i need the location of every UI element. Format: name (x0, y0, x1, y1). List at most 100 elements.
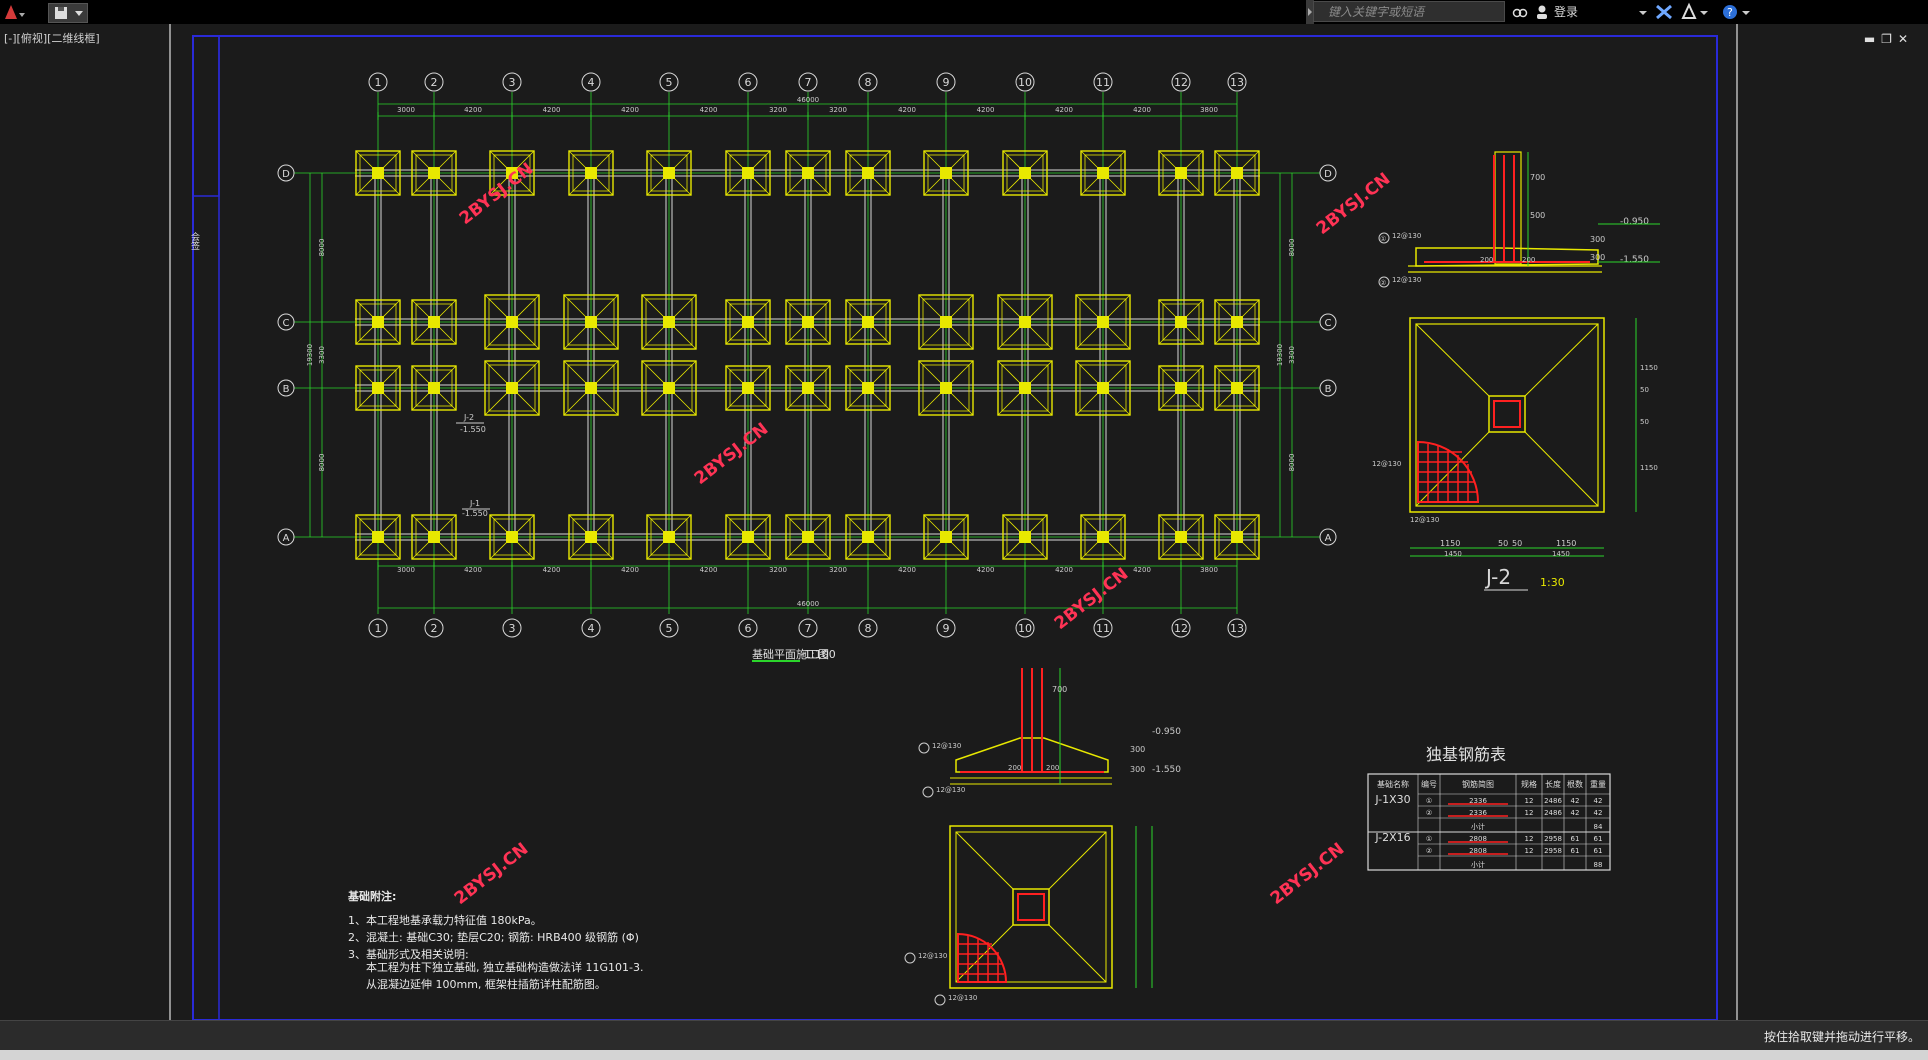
help-icon[interactable]: ? (1720, 2, 1756, 22)
footing (646, 150, 692, 196)
svg-text:200: 200 (1008, 764, 1021, 772)
dim-text: 3200 (769, 106, 787, 114)
axis-letter-label: C (1325, 318, 1332, 329)
table-cell: 2486 (1544, 797, 1562, 805)
dim-text: 8000 (318, 239, 326, 257)
axis-bubble (277, 379, 295, 397)
column (940, 531, 952, 543)
binoculars-icon[interactable] (1512, 2, 1528, 22)
vertical-scrollbar[interactable] (1920, 40, 1926, 1020)
callout-j2-elev: -1.550 (460, 425, 486, 434)
footing-inner (415, 369, 453, 407)
axis-letter-label: A (1325, 533, 1332, 544)
footing (641, 294, 697, 350)
footing-inner (1162, 154, 1200, 192)
autocad-logo-icon[interactable] (3, 3, 31, 21)
table-header-cell: 编号 (1421, 779, 1437, 789)
dim-text: 3200 (769, 566, 787, 574)
column (940, 167, 952, 179)
axis-bubble (1171, 72, 1191, 92)
svg-text:500: 500 (1530, 211, 1545, 220)
axis-number-label: 10 (1018, 76, 1032, 89)
svg-text:-1.550: -1.550 (1620, 255, 1649, 265)
notes-title: 基础附注: (347, 889, 396, 903)
axis-bubble (424, 618, 444, 638)
footing (725, 514, 771, 560)
axis-number-label: 11 (1096, 76, 1110, 89)
dim-text: 8000 (1288, 454, 1296, 472)
svg-text:1450: 1450 (1552, 550, 1570, 558)
chevron-down-icon[interactable] (1638, 2, 1648, 22)
dim-text: 4200 (700, 106, 718, 114)
table-cell: 2336 (1469, 809, 1487, 817)
footing-inner (572, 518, 610, 556)
signature-block (192, 35, 220, 197)
axis-number-label: 11 (1096, 622, 1110, 635)
axis-number-label: 5 (666, 622, 673, 635)
table-cell: 小计 (1471, 822, 1485, 831)
login-button[interactable]: 登录 (1554, 5, 1579, 19)
table-cell: 42 (1571, 809, 1580, 817)
axis-number-label: 10 (1018, 622, 1032, 635)
axis-bubble (659, 618, 679, 638)
dim-text: 3300 (318, 346, 326, 364)
axis-bubble (1093, 72, 1113, 92)
table-cell: 61 (1571, 835, 1580, 843)
svg-text:12@130: 12@130 (1410, 516, 1439, 524)
footing-inner (572, 154, 610, 192)
table-header-cell: 规格 (1521, 779, 1537, 789)
dim-text: 4200 (543, 566, 561, 574)
exchange-icon[interactable] (1654, 2, 1676, 22)
svg-text:12@130: 12@130 (1372, 460, 1401, 468)
footing-inner (1079, 364, 1127, 412)
column (1097, 382, 1109, 394)
drawing-window-controls[interactable]: ▬❐✕ (1864, 32, 1914, 46)
footing-inner (645, 298, 693, 346)
autodesk-a360-icon[interactable] (1680, 2, 1710, 22)
close-icon[interactable]: ✕ (1897, 32, 1914, 46)
column (506, 382, 518, 394)
footing (1158, 365, 1204, 411)
footing-inner (488, 364, 536, 412)
table-header-cell: 基础名称 (1377, 779, 1409, 789)
rebar-table-title: 独基钢筋表 (1426, 745, 1506, 764)
footing (355, 299, 401, 345)
footing-inner (415, 154, 453, 192)
column (1175, 316, 1187, 328)
footing (563, 360, 619, 416)
search-input[interactable]: 键入关键字或短语 (1313, 1, 1505, 22)
viewport-controls[interactable]: [-][俯视][二维线框] (4, 32, 100, 45)
footing-inner (1162, 303, 1200, 341)
axis-number-label: 7 (805, 76, 812, 89)
footing (489, 514, 535, 560)
search-expand-button[interactable] (1306, 0, 1314, 24)
footing (923, 150, 969, 196)
axis-bubble (581, 618, 601, 638)
j2-detail-scale: 1:30 (1540, 576, 1565, 589)
footing-inner (729, 154, 767, 192)
command-line-strip[interactable] (0, 1050, 1928, 1060)
save-icon (55, 7, 83, 19)
footing (785, 365, 831, 411)
minimize-icon[interactable]: ▬ (1863, 32, 1882, 46)
footing (1080, 514, 1126, 560)
j2-plan-detail: 1150 50 50 1150 1150 50 50 1150 1450 145… (1372, 317, 1658, 591)
footing-inner (1162, 518, 1200, 556)
quick-access-toolbar[interactable] (48, 3, 88, 23)
column (372, 167, 384, 179)
axis-number-label: 6 (745, 76, 752, 89)
title-bar: 键入关键字或短语 登录 ? (0, 0, 1928, 24)
axis-bubble (277, 528, 295, 546)
svg-text:-0.950: -0.950 (1152, 727, 1181, 737)
dim-text: 3800 (1200, 566, 1218, 574)
axis-bubble (659, 72, 679, 92)
column (585, 316, 597, 328)
footing-inner (849, 518, 887, 556)
axis-bubble (1227, 618, 1247, 638)
svg-text:50: 50 (1640, 418, 1649, 426)
footing-inner (650, 154, 688, 192)
restore-icon[interactable]: ❐ (1881, 32, 1898, 46)
